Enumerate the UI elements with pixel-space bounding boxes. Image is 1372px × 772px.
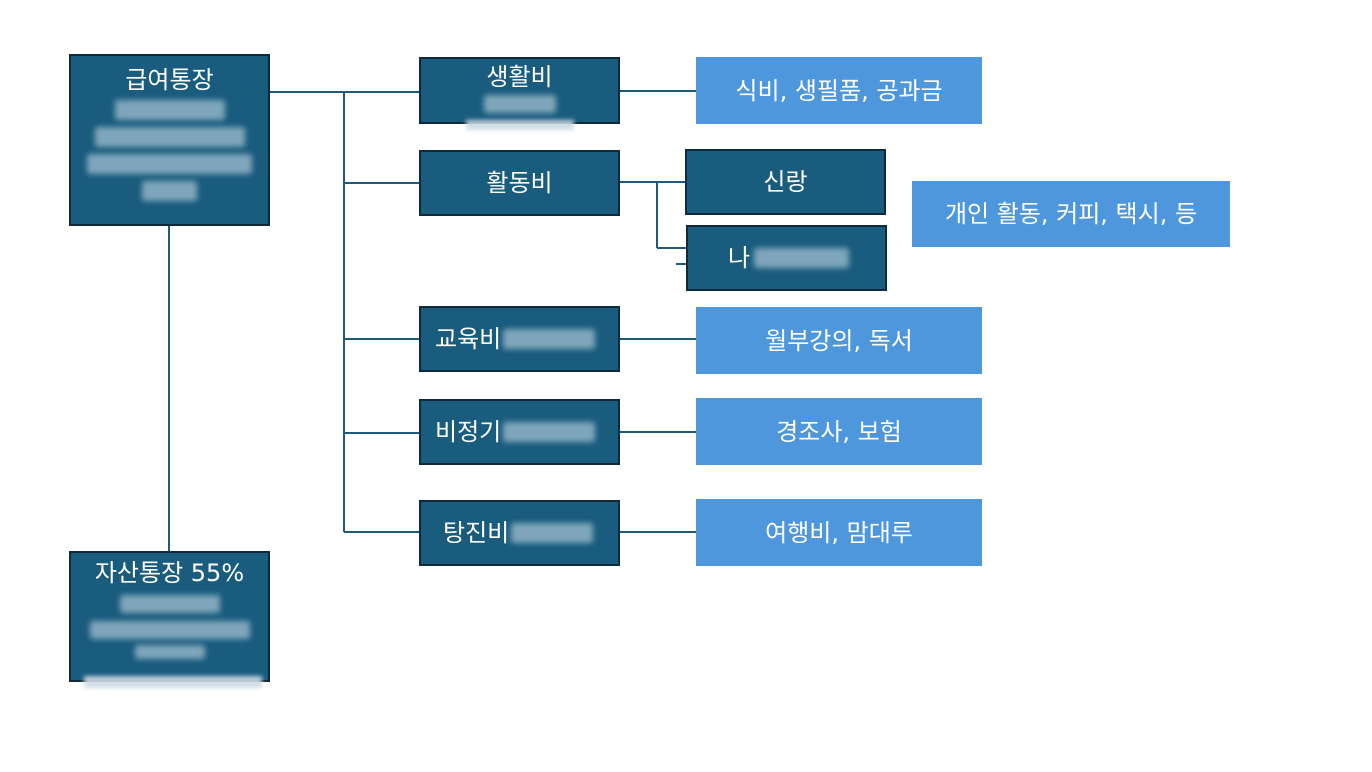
activity-groom-label: 신랑 (763, 168, 808, 196)
redacted-text (119, 595, 220, 613)
detail-irregular-box: 경조사, 보험 (696, 398, 982, 465)
activity-me-label: 나 (728, 244, 751, 272)
detail-education-label: 월부강의, 독서 (765, 326, 913, 355)
redacted-text (87, 154, 252, 174)
category-irregular-box: 비정기 (419, 399, 620, 465)
activity-me-box: 나 (686, 225, 887, 291)
detail-activity-box: 개인 활동, 커피, 택시, 등 (912, 181, 1230, 247)
redacted-text (114, 100, 225, 120)
category-splurge-box: 탕진비 (419, 500, 620, 566)
category-living-label: 생활비 (486, 63, 553, 91)
detail-irregular-label: 경조사, 보험 (776, 417, 902, 446)
category-education-box: 교육비 (419, 306, 620, 372)
salary-account-box: 급여통장 (69, 54, 270, 226)
detail-activity-label: 개인 활동, 커피, 택시, 등 (944, 200, 1198, 228)
detail-living-box: 식비, 생필품, 공과금 (696, 57, 982, 124)
asset-account-label: 자산통장 55% (94, 559, 245, 587)
detail-living-label: 식비, 생필품, 공과금 (735, 76, 943, 105)
redacted-text (754, 248, 850, 268)
category-splurge-label: 탕진비 (443, 519, 510, 547)
category-irregular-label: 비정기 (435, 418, 502, 446)
redacted-text (503, 329, 596, 349)
detail-splurge-label: 여행비, 맘대루 (765, 518, 913, 547)
redacted-text (483, 95, 556, 113)
redacted-text (94, 127, 245, 147)
redacted-strip (466, 120, 574, 130)
category-education-label: 교육비 (435, 325, 502, 353)
redacted-text (89, 621, 250, 639)
activity-groom-box: 신랑 (685, 149, 886, 215)
redacted-text (142, 181, 197, 201)
redacted-strip (84, 676, 262, 688)
redacted-text (503, 422, 596, 442)
detail-splurge-box: 여행비, 맘대루 (696, 499, 982, 566)
category-activity-label: 활동비 (486, 169, 553, 197)
redacted-text (511, 523, 594, 543)
salary-account-label: 급여통장 (125, 66, 214, 94)
redacted-text (134, 645, 205, 659)
category-living-box: 생활비 (419, 57, 620, 124)
detail-education-box: 월부강의, 독서 (696, 307, 982, 374)
asset-account-box: 자산통장 55% (69, 551, 270, 682)
category-activity-box: 활동비 (419, 150, 620, 216)
